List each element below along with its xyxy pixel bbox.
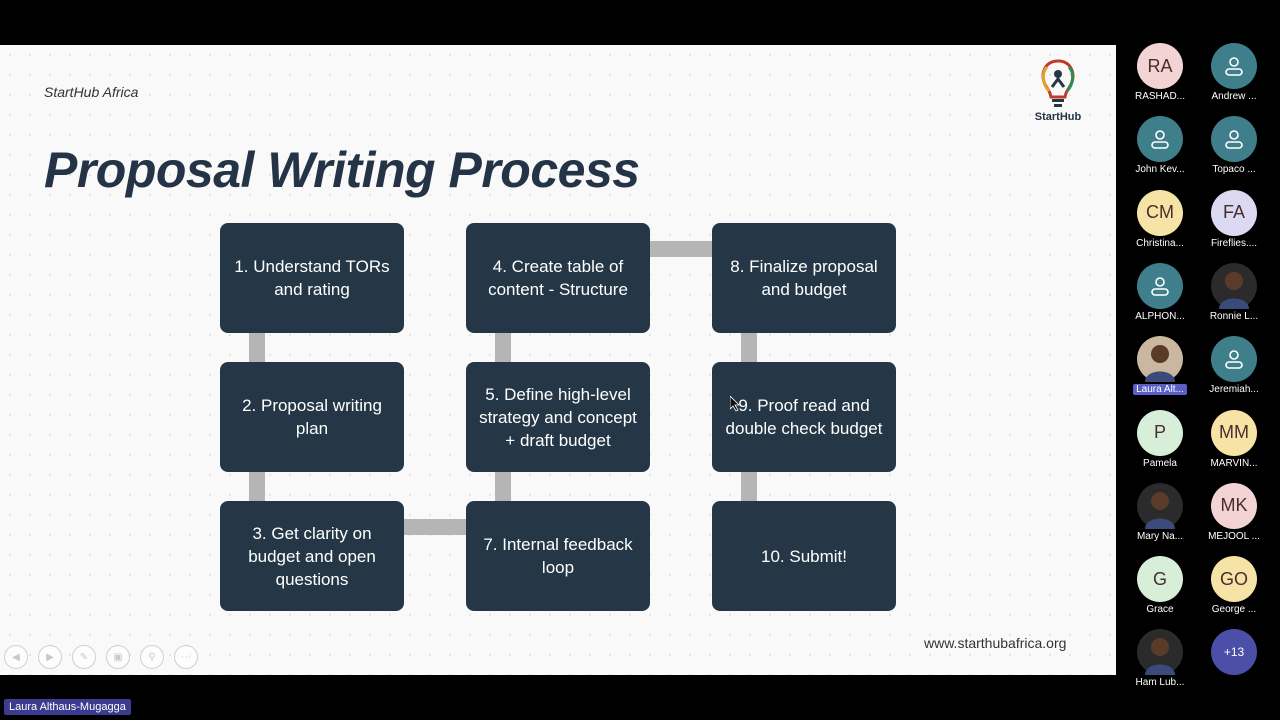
avatar: G (1137, 556, 1183, 603)
mouse-cursor-icon (730, 396, 740, 412)
participant-name: Laura Alt... (1133, 384, 1187, 396)
connector (249, 333, 265, 362)
participant-tile[interactable]: John Kev... (1124, 116, 1196, 182)
participant-tile[interactable]: +13 (1198, 629, 1270, 695)
participant-name: Christina... (1136, 237, 1184, 249)
connector (650, 241, 712, 257)
participant-tile[interactable]: Mary Na... (1124, 482, 1196, 549)
logo-text: StartHub (1034, 111, 1082, 123)
participant-tile[interactable]: Jeremiah... (1198, 336, 1270, 402)
step-box: 3. Get clarity on budget and open questi… (220, 501, 404, 611)
participant-name: Ronnie L... (1209, 310, 1259, 322)
connector (249, 472, 265, 501)
avatar: CM (1137, 189, 1183, 236)
presentation-slide: StartHub Africa Proposal Writing Process… (0, 45, 1116, 675)
website-url: www.starthubafrica.org (924, 635, 1067, 651)
starthub-logo: StartHub (1030, 57, 1086, 129)
step-box: 8. Finalize proposal and budget (712, 223, 896, 333)
avatar: P (1137, 409, 1183, 456)
slide-title: Proposal Writing Process (44, 142, 640, 198)
connector (495, 333, 511, 362)
user-icon (1211, 43, 1257, 89)
avatar: RA (1137, 43, 1183, 89)
step-box: 2. Proposal writing plan (220, 362, 404, 472)
participant-name: George ... (1211, 604, 1257, 616)
participant-name: Fireflies.... (1210, 237, 1258, 249)
step-box: 5. Define high-level strategy and concep… (466, 362, 650, 472)
user-icon (1211, 336, 1257, 383)
user-icon (1211, 116, 1257, 163)
step-box: 1. Understand TORs and rating (220, 223, 404, 333)
step-box: 4. Create table of content - Structure (466, 223, 650, 333)
prev-icon[interactable]: ◀ (4, 645, 28, 669)
more-participants-badge: +13 (1211, 629, 1257, 676)
participant-tile[interactable]: ALPHON... (1124, 262, 1196, 329)
step-box: 7. Internal feedback loop (466, 501, 650, 611)
step-box: 9. Proof read and double check budget (712, 362, 896, 472)
avatar: MM (1211, 409, 1257, 456)
pen-icon[interactable]: ✎ (72, 645, 96, 669)
connector (741, 333, 757, 362)
participant-tile[interactable]: RA RASHAD... (1124, 43, 1196, 109)
participant-tile[interactable]: Topaco ... (1198, 116, 1270, 182)
participant-name: Andrew ... (1211, 91, 1257, 102)
user-icon (1137, 262, 1183, 309)
step-box: 10. Submit! (712, 501, 896, 611)
user-icon (1137, 116, 1183, 163)
participant-name: RASHAD... (1134, 91, 1185, 102)
brand-text: StartHub Africa (44, 84, 139, 100)
lightbulb-logo-icon (1041, 59, 1075, 107)
participant-name: Ham Lub... (1135, 677, 1185, 689)
connector (741, 472, 757, 501)
participant-name: ALPHON... (1135, 310, 1185, 322)
avatar: MK (1211, 482, 1257, 529)
participant-name: Pamela (1143, 457, 1177, 469)
participant-name: MEJOOL ... (1208, 530, 1260, 542)
more-icon[interactable]: ⋯ (174, 645, 198, 669)
next-icon[interactable]: ▶ (38, 645, 62, 669)
connector (404, 519, 466, 535)
slides-icon[interactable]: ▣ (106, 645, 130, 669)
avatar-photo (1137, 336, 1183, 383)
participant-name: MARVIN... (1210, 457, 1258, 469)
participants-panel: RA RASHAD... Andrew ... John Kev... Topaco .… (1116, 0, 1280, 720)
connector (495, 472, 511, 501)
avatar-photo (1211, 262, 1257, 309)
avatar: GO (1211, 556, 1257, 603)
participant-name: Mary Na... (1136, 530, 1184, 542)
participant-name: Topaco ... (1212, 164, 1256, 176)
participant-name: John Kev... (1135, 164, 1185, 176)
participant-tile[interactable]: Ham Lub... (1124, 629, 1196, 695)
slide-navigation: ◀ ▶ ✎ ▣ ⚲ ⋯ (4, 645, 198, 669)
participant-tile[interactable]: Andrew ... (1198, 43, 1270, 109)
zoom-icon[interactable]: ⚲ (140, 645, 164, 669)
participant-tile[interactable]: Laura Alt... (1124, 336, 1196, 402)
participant-tile[interactable]: Ronnie L... (1198, 262, 1270, 329)
active-speaker-label: Laura Althaus-Mugagga (4, 699, 131, 715)
participant-name: Jeremiah... (1209, 384, 1259, 396)
avatar-photo (1137, 482, 1183, 529)
participant-name: Grace (1146, 604, 1174, 616)
avatar-photo (1137, 629, 1183, 676)
avatar: FA (1211, 189, 1257, 236)
